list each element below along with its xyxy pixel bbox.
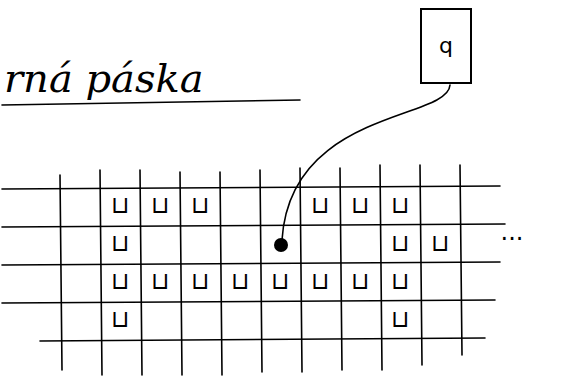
blank-symbol: ⊔ — [151, 193, 170, 217]
blank-symbol: ⊔ — [191, 269, 210, 293]
blank-symbol: ⊔ — [431, 231, 450, 255]
blank-symbol: ⊔ — [391, 307, 410, 331]
blank-symbol: ⊔ — [311, 269, 330, 293]
state-box: q — [420, 8, 472, 84]
blank-symbol: ⊔ — [191, 193, 210, 217]
blank-symbol: ⊔ — [391, 231, 410, 255]
blank-symbol: ⊔ — [151, 269, 170, 293]
blank-symbol: ⊔ — [311, 193, 330, 217]
blank-symbol: ⊔ — [111, 231, 130, 255]
blank-symbol: ⊔ — [111, 307, 130, 331]
blank-symbol: ⊔ — [111, 193, 130, 217]
blank-symbol: ⊔ — [111, 269, 130, 293]
tape-title: rná páska — [4, 58, 204, 98]
blank-symbol: ⊔ — [351, 269, 370, 293]
state-label: q — [439, 35, 453, 57]
head-dot — [274, 238, 288, 252]
ellipsis: ... — [501, 220, 524, 244]
blank-symbol: ⊔ — [391, 269, 410, 293]
blank-symbol: ⊔ — [391, 193, 410, 217]
blank-symbol: ⊔ — [271, 269, 290, 293]
blank-symbol: ⊔ — [231, 269, 250, 293]
blank-symbol: ⊔ — [351, 193, 370, 217]
